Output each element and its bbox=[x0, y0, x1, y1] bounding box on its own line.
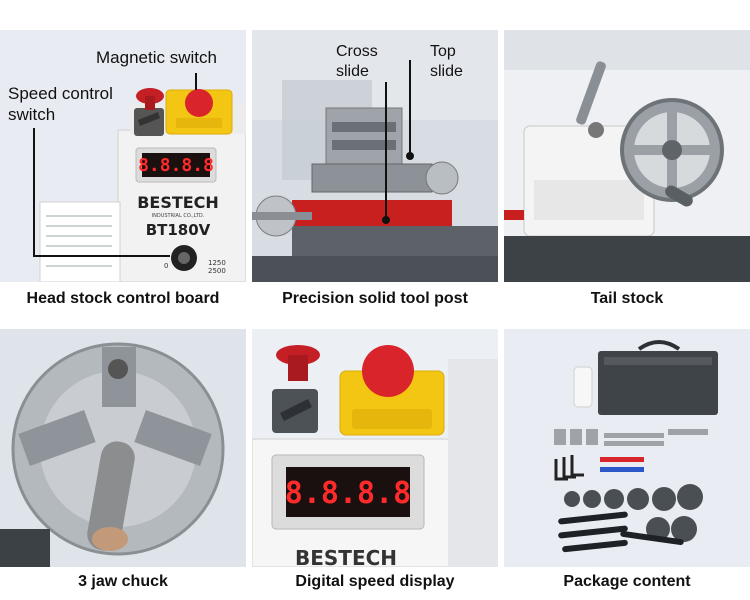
display-photo: 8.8.8.8 BESTECH bbox=[252, 329, 498, 567]
speed-display-digits: 8.8.8.8 bbox=[285, 476, 411, 511]
caption-chuck: 3 jaw chuck bbox=[78, 573, 168, 590]
package-photo bbox=[504, 329, 750, 567]
caption-headstock: Head stock control board bbox=[26, 290, 220, 307]
headstock-photo: 8.8.8.8 BESTECH INDUSTRIAL CO.,LTD. BT18… bbox=[0, 30, 246, 282]
panel-chuck: 3 jaw chuck bbox=[0, 329, 246, 600]
caption-toolpost: Precision solid tool post bbox=[282, 290, 468, 307]
brand-subtitle: INDUSTRIAL CO.,LTD. bbox=[152, 213, 205, 219]
caption-package: Package content bbox=[563, 573, 691, 590]
magnetic-switch-label: Magnetic switch bbox=[96, 48, 217, 67]
cross-slide-label-line1: Cross bbox=[336, 43, 378, 60]
cross-slide-label-line2: slide bbox=[336, 63, 369, 80]
panel-tailstock: Tail stock bbox=[504, 30, 750, 315]
caption-tailstock: Tail stock bbox=[590, 290, 664, 307]
toolpost-photo bbox=[252, 30, 498, 282]
panel-toolpost: Cross slide Top slide Precision solid to… bbox=[252, 30, 498, 315]
panel-display: 8.8.8.8 BESTECH Digital speed display bbox=[252, 329, 498, 600]
chuck-photo bbox=[0, 329, 246, 567]
caption-display: Digital speed display bbox=[295, 573, 455, 590]
panel-headstock: 8.8.8.8 BESTECH INDUSTRIAL CO.,LTD. BT18… bbox=[0, 30, 246, 315]
model-label: BT180V bbox=[146, 221, 211, 239]
dial-max2-label: 2500 bbox=[208, 267, 226, 275]
dial-max-label: 1250 bbox=[208, 259, 226, 267]
top-slide-label-line2: slide bbox=[430, 63, 463, 80]
top-slide-label-line1: Top bbox=[430, 43, 456, 60]
display-brand: BESTECH bbox=[295, 546, 397, 567]
panel-package: Package content bbox=[504, 329, 750, 600]
speed-control-label-line1: Speed control bbox=[8, 84, 113, 103]
speed-control-label-line2: switch bbox=[8, 105, 56, 124]
dial-min-label: 0 bbox=[164, 262, 168, 270]
brand-logo: BESTECH bbox=[137, 193, 219, 212]
headstock-display: 8.8.8.8 bbox=[138, 155, 214, 176]
tailstock-photo bbox=[504, 30, 750, 282]
